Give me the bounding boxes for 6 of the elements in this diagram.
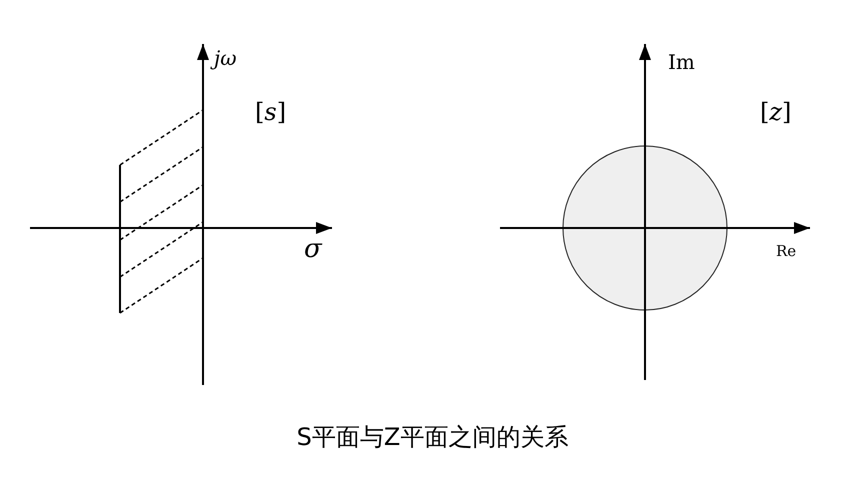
plane-label: [z] bbox=[760, 100, 792, 124]
axis-label: Im bbox=[668, 52, 695, 72]
caption: S平面与Z平面之间的关系 bbox=[296, 425, 568, 449]
plane-label: [s] bbox=[255, 100, 286, 124]
axis-label: Re bbox=[776, 244, 796, 259]
axis-label: σ bbox=[304, 236, 322, 262]
